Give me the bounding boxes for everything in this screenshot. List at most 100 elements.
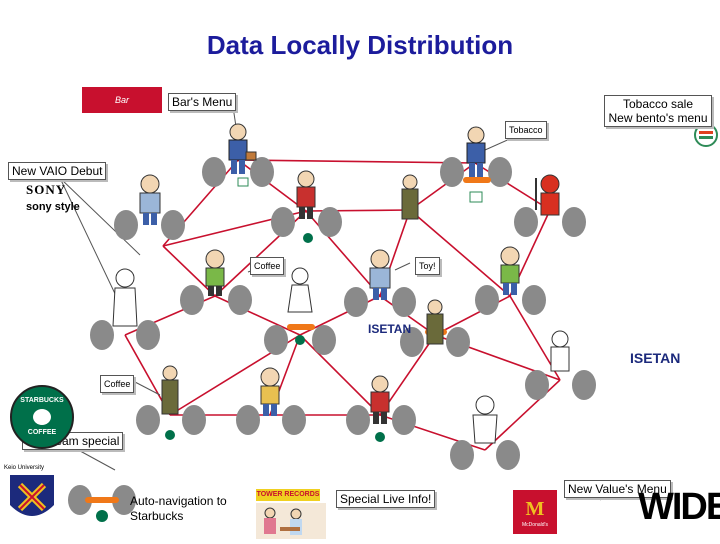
person-businessman: [228, 123, 257, 174]
node: [236, 405, 260, 435]
person-green-kid: [205, 249, 225, 296]
person-sketch-man: [112, 268, 138, 327]
node: [522, 285, 546, 315]
seven-eleven-badge: [237, 177, 249, 187]
node: [400, 327, 424, 357]
node: [572, 370, 596, 400]
seven-eleven-logo: [694, 123, 718, 147]
person-sketch-thinker: [472, 395, 498, 444]
mcdonalds-logo-text: McDonald's: [522, 522, 548, 528]
person-propeller-kid: [369, 249, 391, 300]
legend-node: [68, 485, 92, 515]
sony-style-logo: sony style: [26, 201, 80, 213]
cafe-photo: [256, 503, 326, 539]
node: [90, 320, 114, 350]
coffee-callout-1: Coffee: [250, 257, 285, 275]
person-green-coat-2: [426, 299, 444, 345]
person-singer: [260, 367, 280, 416]
person-red-shirt-2: [370, 375, 390, 424]
node: [250, 157, 274, 187]
starbucks-badge-small: [165, 430, 175, 440]
link: [237, 159, 307, 212]
node: [202, 157, 226, 187]
node: [318, 207, 342, 237]
legend-line1: Auto-navigation to: [130, 494, 227, 508]
node: [346, 405, 370, 435]
node: [312, 325, 336, 355]
node: [136, 320, 160, 350]
node: [488, 157, 512, 187]
node: [475, 285, 499, 315]
link: [162, 245, 216, 297]
node: [392, 405, 416, 435]
node: [182, 405, 206, 435]
keio-crest-icon: [10, 475, 54, 516]
link: [214, 295, 301, 336]
node: [228, 285, 252, 315]
special-live-callout: Special Live Info!: [336, 490, 436, 508]
node: [264, 325, 288, 355]
toy-callout: Toy!: [415, 257, 440, 275]
legend-node: [112, 485, 136, 515]
link: [299, 334, 381, 416]
node: [271, 207, 295, 237]
starbucks-badge-small: [295, 335, 305, 345]
link: [409, 209, 511, 297]
link: [305, 209, 411, 212]
bars-menu-callout: Bar's Menu: [168, 93, 237, 111]
tobacco-sale-line1: Tobacco sale: [622, 97, 694, 111]
node: [562, 207, 586, 237]
node: [344, 287, 368, 317]
cafe-people-icon: [264, 507, 302, 535]
person-sketch-woman: [287, 267, 313, 313]
node: [282, 405, 306, 435]
nodes: [68, 157, 596, 515]
node: [450, 440, 474, 470]
tobacco-callout: Tobacco: [505, 121, 547, 139]
keio-logo-text: Keio University: [4, 465, 45, 471]
starbucks-badge-small: [96, 510, 108, 522]
starbucks-logo-text: STARBUCKS: [20, 397, 64, 404]
node: [514, 207, 538, 237]
new-values-menu-callout: New Value's Menu: [564, 480, 671, 498]
node: [180, 285, 204, 315]
legend-auto-navigation: Auto-navigation to Starbucks: [130, 494, 227, 524]
mcdonalds-arches-icon: M: [525, 498, 545, 520]
node: [525, 370, 549, 400]
person-blue-shirt-2: [466, 126, 486, 177]
person-green-coat: [401, 174, 419, 220]
node: [446, 327, 470, 357]
person-blue-kid: [139, 174, 161, 225]
people: [112, 123, 570, 444]
legend-line2: Starbucks: [130, 509, 184, 523]
link: [474, 162, 551, 211]
keio-logo: Keio University: [4, 465, 62, 535]
seven-eleven-badge: [469, 191, 483, 203]
tobacco-sale-line2: New bento's menu: [608, 111, 708, 125]
node: [161, 210, 185, 240]
diagram-title: Data Locally Distribution: [206, 30, 514, 60]
starbucks-coffee-text: COFFEE: [27, 429, 57, 436]
person-doctor: [550, 330, 570, 372]
person-devil: [535, 174, 560, 216]
tower-records-logo: TOWER RECORDS: [256, 489, 320, 501]
isetan-logo-2: ISETAN: [630, 350, 681, 366]
person-red-shirt: [296, 170, 316, 219]
bar-logo: Bar: [82, 87, 162, 113]
link: [305, 210, 381, 297]
mcdonalds-logo: M McDonald's: [513, 490, 557, 534]
store-badges: [96, 123, 718, 522]
node: [392, 287, 416, 317]
sony-logo: SONY: [26, 182, 67, 197]
node: [136, 405, 160, 435]
isetan-logo-1: ISETAN: [368, 322, 412, 336]
link: [237, 159, 476, 164]
tobacco-sale-callout: Tobacco sale New bento's menu: [604, 95, 712, 127]
starbucks-badge-small: [303, 233, 313, 243]
new-vaio-callout: New VAIO Debut: [8, 162, 107, 180]
person-dancer: [500, 246, 520, 295]
starbucks-siren: [33, 409, 51, 425]
starbucks-badge-small: [375, 432, 385, 442]
node: [440, 157, 464, 187]
person-coat-man: [161, 365, 179, 415]
